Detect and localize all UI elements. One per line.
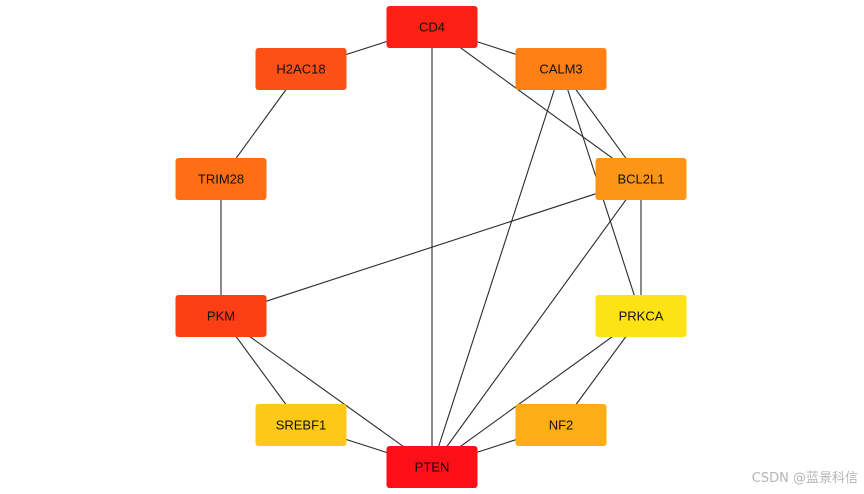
- edge-cd4-bcl2l1: [431, 26, 642, 180]
- node-trim28[interactable]: TRIM28: [175, 158, 267, 200]
- node-box[interactable]: [515, 48, 607, 90]
- node-box[interactable]: [255, 48, 347, 90]
- node-label: H2AC18: [276, 62, 325, 77]
- node-label: PTEN: [415, 460, 450, 475]
- node-srebf1[interactable]: SREBF1: [255, 404, 347, 446]
- node-box[interactable]: [255, 404, 347, 446]
- node-label: SREBF1: [276, 418, 327, 433]
- watermark-text: CSDN @蓝景科信: [751, 471, 858, 486]
- node-prkca[interactable]: PRKCA: [595, 295, 687, 337]
- node-pkm[interactable]: PKM: [175, 295, 267, 337]
- node-cd4[interactable]: CD4: [386, 6, 478, 48]
- edge-bcl2l1-pkm: [220, 178, 642, 317]
- node-pten[interactable]: PTEN: [386, 446, 478, 488]
- node-bcl2l1[interactable]: BCL2L1: [595, 158, 687, 200]
- node-label: NF2: [549, 418, 574, 433]
- node-label: BCL2L1: [618, 172, 665, 187]
- node-label: PRKCA: [619, 309, 664, 324]
- node-box[interactable]: [175, 295, 267, 337]
- node-nf2[interactable]: NF2: [515, 404, 607, 446]
- node-box[interactable]: [595, 158, 687, 200]
- node-calm3[interactable]: CALM3: [515, 48, 607, 90]
- node-box[interactable]: [175, 158, 267, 200]
- node-h2ac18[interactable]: H2AC18: [255, 48, 347, 90]
- edge-pkm-pten: [220, 315, 433, 468]
- edge-prkca-pten: [431, 315, 642, 468]
- edge-bcl2l1-pten: [431, 178, 642, 468]
- node-box[interactable]: [386, 446, 478, 488]
- node-box[interactable]: [515, 404, 607, 446]
- node-label: CD4: [419, 20, 445, 35]
- node-label: PKM: [207, 309, 235, 324]
- node-label: TRIM28: [198, 172, 244, 187]
- edge-calm3-pten: [431, 68, 562, 468]
- node-box[interactable]: [595, 295, 687, 337]
- edge-layer: [220, 26, 642, 468]
- node-box[interactable]: [386, 6, 478, 48]
- node-label: CALM3: [539, 62, 582, 77]
